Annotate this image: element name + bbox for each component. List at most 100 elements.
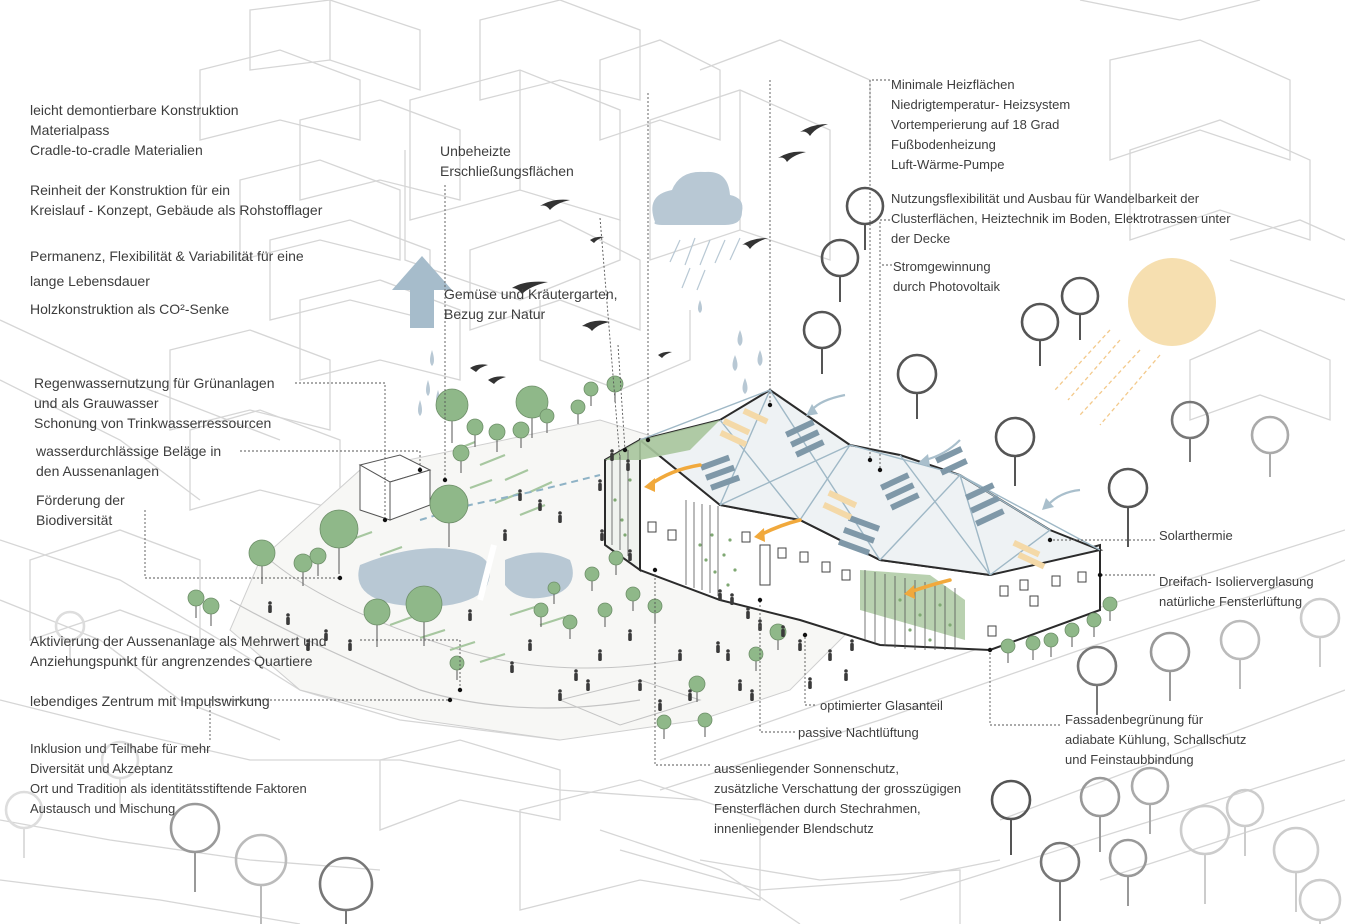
- tree-icon: [1039, 841, 1081, 921]
- tree-icon: [625, 586, 641, 611]
- label-glazing: Dreifach- Isolierverglasung natürliche F…: [1159, 574, 1314, 609]
- person-figure: [598, 649, 602, 661]
- label-rainwater: Regenwassernutzung für Grünanlagen und a…: [34, 375, 275, 431]
- tree-icon: [562, 614, 578, 639]
- tree-icon: [1025, 635, 1041, 660]
- person-figure: [726, 649, 730, 661]
- cloud-icon: [652, 171, 743, 225]
- tree-icon: [1219, 619, 1261, 689]
- person-figure: [518, 489, 522, 501]
- person-figure: [750, 689, 754, 701]
- tree-icon: [1076, 645, 1118, 715]
- tree-icon: [1149, 631, 1191, 701]
- person-figure: [610, 449, 614, 461]
- leader-line: [654, 570, 710, 766]
- tree-icon: [1130, 766, 1170, 834]
- tree-icon: [405, 585, 443, 646]
- leader-dot: [417, 467, 423, 473]
- label-glass-share: optimierter Glasanteil: [820, 698, 943, 713]
- leader-line: [240, 450, 421, 470]
- tree-icon: [584, 566, 600, 591]
- label-shading: aussenliegender Sonnenschutz, zusätzlich…: [714, 761, 962, 836]
- tree-icon: [1064, 622, 1080, 647]
- person-figure: [850, 639, 854, 651]
- person-figure: [844, 669, 848, 681]
- leader-line: [144, 510, 340, 579]
- tree-icon: [990, 779, 1032, 855]
- leader-dot: [622, 447, 628, 453]
- label-inclusion: Inklusion und Teilhabe für mehr Diversit…: [30, 741, 307, 816]
- leader-dot: [867, 457, 873, 463]
- person-figure: [628, 629, 632, 641]
- person-figure: [738, 679, 742, 691]
- tree-icon: [597, 602, 613, 627]
- tree-icon: [1250, 415, 1290, 477]
- leader-dot: [337, 575, 343, 581]
- tree-icon: [1298, 878, 1342, 924]
- person-figure: [658, 699, 662, 711]
- rain-lines: [669, 237, 741, 291]
- tree-icons-outline: [4, 186, 1342, 924]
- label-circularity: Reinheit der Konstruktion für ein Kreisl…: [30, 182, 323, 218]
- tree-icon: [169, 802, 221, 892]
- tree-icon: [363, 598, 391, 647]
- leader-dot: [767, 402, 773, 408]
- tree-icon: [583, 381, 599, 406]
- tree-icon: [1086, 612, 1102, 637]
- tree-icon: [1020, 302, 1060, 366]
- leader-line: [360, 639, 461, 690]
- person-figure: [628, 549, 632, 561]
- tree-icon: [606, 375, 624, 402]
- label-pv: Stromgewinnung durch Photovoltaik: [893, 259, 1000, 294]
- tree-icon: [293, 553, 313, 586]
- label-unheated: Unbeheizte Erschließungsflächen: [440, 143, 574, 179]
- leader-line: [209, 699, 450, 740]
- bird-icons: [470, 124, 828, 384]
- label-flexibility: Nutzungsflexibilität und Ausbau für Wand…: [891, 191, 1231, 246]
- leader-dot: [802, 632, 808, 638]
- leader-lines: [144, 79, 1155, 766]
- label-solarthermie: Solarthermie: [1159, 528, 1233, 543]
- tree-icon: [318, 856, 374, 924]
- tree-icon: [466, 418, 484, 447]
- leader-dot: [645, 437, 651, 443]
- tree-icon: [1108, 838, 1148, 906]
- leader-dot: [987, 647, 993, 653]
- label-co2: Holzkonstruktion als CO²-Senke: [30, 301, 230, 317]
- person-figure: [468, 609, 472, 621]
- leader-line: [989, 650, 1060, 726]
- leader-dot: [757, 597, 763, 603]
- leader-dot: [382, 517, 388, 523]
- tree-icon: [802, 310, 842, 374]
- main-building: [604, 388, 1104, 652]
- leader-dot: [877, 467, 883, 473]
- tree-icon: [309, 547, 327, 576]
- person-figure: [510, 661, 514, 673]
- tree-icon: [1299, 597, 1341, 667]
- tree-icon: [688, 675, 706, 702]
- person-figure: [286, 613, 290, 625]
- person-figure: [678, 649, 682, 661]
- tree-icon: [533, 602, 549, 627]
- tree-icon: [202, 597, 220, 626]
- tree-icon: [1272, 826, 1320, 912]
- tree-icon: [187, 589, 205, 618]
- person-figure: [528, 639, 532, 651]
- tree-icon: [54, 610, 86, 662]
- person-figure: [716, 641, 720, 653]
- leader-dot: [1097, 572, 1103, 578]
- leader-dot: [457, 687, 463, 693]
- tree-icon: [896, 353, 938, 419]
- person-figure: [626, 459, 630, 471]
- tree-icon: [845, 186, 885, 250]
- tree-icon: [449, 655, 465, 680]
- label-activation: Aktivierung der Aussenanlage als Mehrwer…: [30, 633, 327, 669]
- leader-line: [879, 219, 890, 470]
- leader-dot: [1047, 537, 1053, 543]
- tree-icon: [1043, 632, 1059, 657]
- leader-line: [617, 344, 626, 451]
- tree-icon: [248, 539, 276, 584]
- leader-dot: [442, 477, 448, 483]
- tree-icon: [994, 416, 1036, 486]
